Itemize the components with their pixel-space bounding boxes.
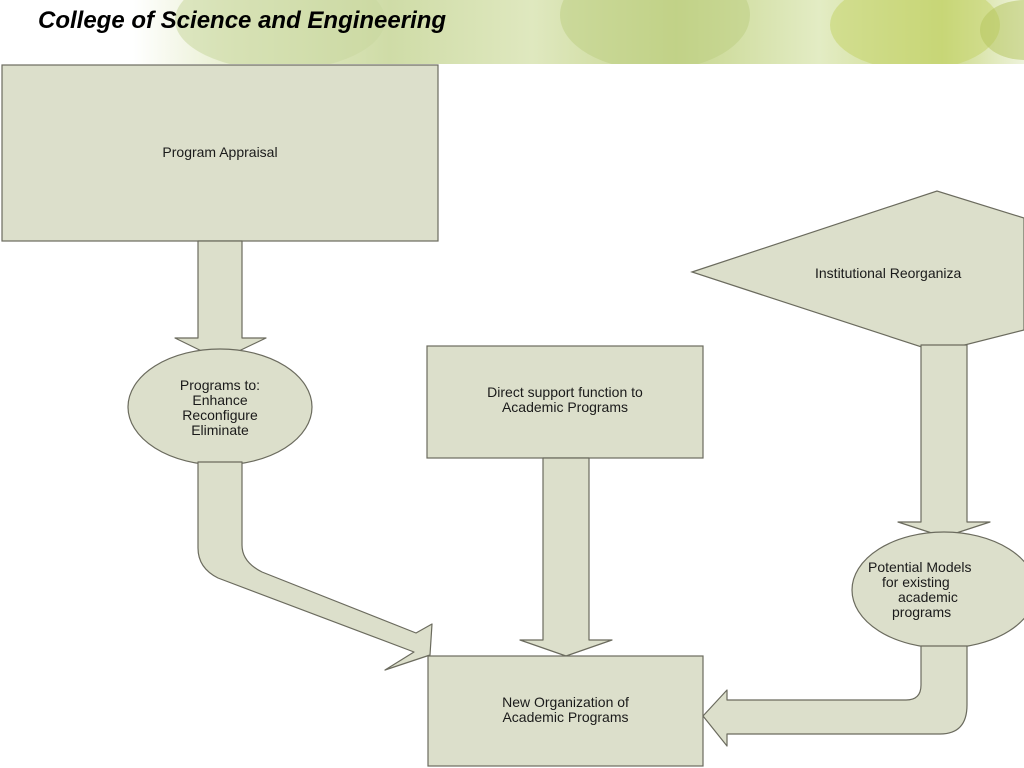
leaf-decoration	[175, 0, 385, 64]
direct-support-box	[426, 345, 704, 459]
program-appraisal-box	[1, 64, 439, 242]
arrow-reorg-to-models	[897, 344, 991, 538]
leaf-decoration	[830, 0, 1000, 64]
arrow-appraisal-to-programs	[174, 240, 267, 361]
arrow-models-to-new-org	[702, 645, 968, 747]
header-banner: College of Science and Engineering	[0, 0, 1024, 64]
new-organization-box	[427, 655, 704, 767]
arrow-support-to-new-org	[519, 457, 613, 657]
leaf-decoration	[560, 0, 750, 64]
programs-to-circle	[127, 348, 313, 466]
institutional-reorg-diamond	[690, 190, 1024, 353]
potential-models-circle	[851, 531, 1024, 649]
arrow-programs-to-new-org	[197, 461, 433, 671]
slide-title: College of Science and Engineering	[38, 7, 447, 34]
